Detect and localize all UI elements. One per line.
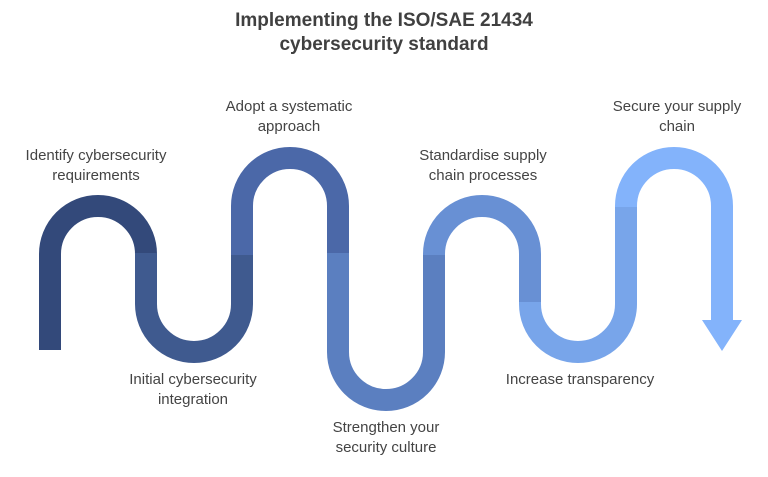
step-label-2: Initial cybersecurity integration — [129, 371, 257, 408]
wave-segment-1 — [39, 195, 157, 350]
wave-segment-3 — [231, 147, 349, 255]
step-label-3: Adopt a systematic approach — [225, 98, 353, 135]
wave-segment-2 — [135, 253, 253, 363]
wave-segment-5 — [423, 195, 541, 303]
step-label-6: Increase transparency — [505, 371, 655, 388]
wave-segment-7 — [615, 147, 733, 322]
title-line-1: Implementing the ISO/SAE 21434 — [235, 10, 533, 31]
diagram-title: Implementing the ISO/SAE 21434 cybersecu… — [0, 9, 768, 57]
step-label-4: Strengthen your security culture — [332, 419, 440, 456]
title-line-2: cybersecurity standard — [279, 34, 489, 55]
step-label-5: Standardise supply chain processes — [419, 147, 547, 184]
wave-segment-6 — [519, 206, 637, 363]
step-label-7: Secure your supply chain — [612, 98, 742, 135]
arrow-down-icon — [702, 320, 742, 351]
step-label-1: Identify cybersecurity requirements — [25, 147, 167, 184]
wave-segment-4 — [327, 253, 445, 411]
